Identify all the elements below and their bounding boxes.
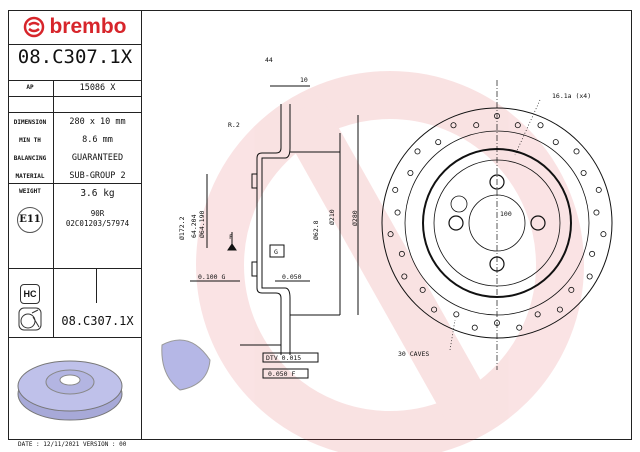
dim-dia-62: Ø62.8 bbox=[312, 220, 320, 240]
disc-detail-render bbox=[161, 339, 211, 391]
dim-radius: R.2 bbox=[228, 121, 240, 129]
spec-value-balancing: GUARANTEED bbox=[71, 153, 124, 163]
drill-cave bbox=[556, 306, 563, 313]
hc-badge: HC bbox=[20, 284, 40, 304]
dim-dia-64a: 64.204 bbox=[190, 214, 198, 238]
dim-dia-280: Ø280 bbox=[351, 210, 359, 226]
spec-value-dimension: 280 x 10 mm bbox=[69, 117, 126, 127]
drawing-frame bbox=[8, 10, 632, 440]
tolerance-right: 0.050 bbox=[282, 273, 302, 281]
drill-cave bbox=[580, 169, 587, 176]
drill-cave bbox=[407, 169, 414, 176]
drill-cave bbox=[573, 148, 580, 155]
dim-44: 44 bbox=[265, 56, 273, 64]
drill-cave bbox=[392, 186, 399, 193]
approval-number: 02C01203/57974 bbox=[65, 219, 130, 228]
drill-cave bbox=[414, 148, 421, 155]
brembo-watermark bbox=[196, 71, 584, 452]
dim-dia-210: Ø210 bbox=[328, 209, 336, 225]
disc-caliper-icon bbox=[18, 307, 42, 331]
datum-g: G bbox=[274, 248, 278, 256]
drill-cave bbox=[537, 122, 544, 129]
drill-cave bbox=[595, 186, 602, 193]
datum-f: F bbox=[229, 233, 233, 241]
part-number: 08.C307.1X bbox=[17, 46, 133, 68]
drill-cave bbox=[473, 122, 480, 129]
dim-dia-172: Ø172.2 bbox=[178, 216, 186, 240]
ap-label: AP bbox=[26, 84, 34, 91]
caves-note: 30 CAVES bbox=[398, 350, 429, 358]
drill-cave bbox=[600, 231, 607, 238]
weight-value: 3.6 kg bbox=[80, 188, 115, 199]
disc-3d-render bbox=[17, 360, 123, 421]
hole-note: 16.1a (x4) bbox=[552, 92, 591, 100]
drill-cave bbox=[589, 250, 596, 257]
drill-cave bbox=[568, 286, 575, 293]
drill-cave bbox=[552, 139, 559, 146]
disc-side-profile bbox=[190, 85, 359, 379]
dim-dia-64b: Ø64.190 bbox=[198, 211, 206, 238]
pcd-dim: 100 bbox=[500, 210, 512, 218]
e11-approval-badge: E11 bbox=[17, 207, 43, 233]
runout-tolerance: 0.050 F bbox=[268, 370, 295, 378]
spec-value-material: SUB-GROUP 2 bbox=[69, 171, 126, 181]
drill-cave bbox=[471, 324, 478, 331]
dim-10: 10 bbox=[300, 76, 308, 84]
disc-front-view bbox=[381, 80, 613, 370]
drill-cave bbox=[453, 311, 460, 318]
dtv-tolerance: DTV 0.015 bbox=[266, 354, 301, 362]
brand-name: brembo bbox=[49, 15, 127, 38]
drill-cave bbox=[593, 209, 600, 216]
tolerance-left: 0.100 G bbox=[198, 273, 225, 281]
ap-value: 15086 X bbox=[79, 83, 116, 93]
spec-label-material: MATERIAL bbox=[15, 173, 45, 180]
spec-label-min-th: MIN TH bbox=[19, 137, 41, 144]
part-number-repeat: 08.C307.1X bbox=[61, 314, 134, 328]
brembo-logo-icon bbox=[24, 16, 45, 38]
spec-label-balancing: BALANCING bbox=[13, 155, 47, 162]
approval-code: 90R bbox=[90, 209, 105, 218]
info-panel: brembo 08.C307.1X AP 15086 X DIMENSION 2… bbox=[8, 10, 142, 440]
spec-value-min-th: 8.6 mm bbox=[82, 135, 113, 145]
drill-cave bbox=[586, 273, 593, 280]
drill-cave bbox=[514, 122, 521, 129]
drill-cave bbox=[419, 286, 426, 293]
drill-cave bbox=[387, 231, 394, 238]
drill-cave bbox=[516, 324, 523, 331]
drill-cave bbox=[394, 209, 401, 216]
drill-cave bbox=[401, 273, 408, 280]
bolt-hole bbox=[448, 215, 464, 231]
weight-label: WEIGHT bbox=[19, 188, 41, 195]
spec-label-dimension: DIMENSION bbox=[13, 119, 47, 126]
bolt-hole bbox=[530, 215, 546, 231]
drill-cave bbox=[435, 139, 442, 146]
drill-cave bbox=[450, 122, 457, 129]
bolt-hole bbox=[489, 174, 505, 190]
drill-cave bbox=[431, 306, 438, 313]
bolt-hole bbox=[489, 256, 505, 272]
drill-cave bbox=[534, 311, 541, 318]
drill-cave bbox=[493, 113, 500, 120]
drill-cave bbox=[398, 250, 405, 257]
brand-logo: brembo bbox=[8, 10, 142, 44]
footer-date-version: DATE : 12/11/2021 VERSION : 00 bbox=[18, 441, 127, 448]
drill-cave bbox=[493, 319, 500, 326]
